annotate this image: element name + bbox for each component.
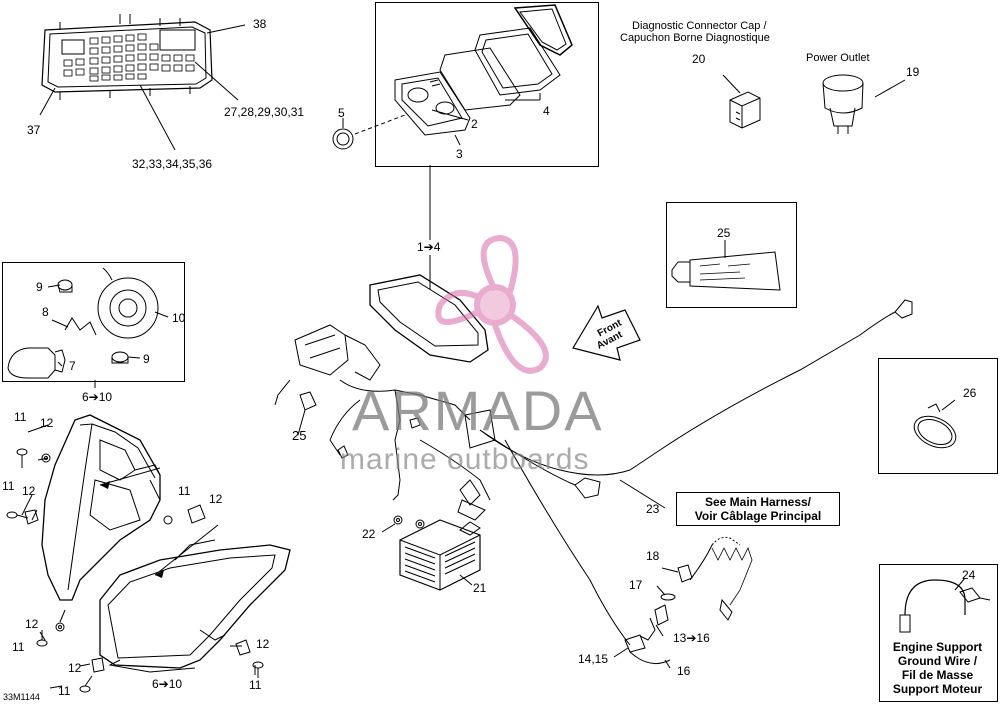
propeller-logo: [435, 234, 549, 374]
callout-8: 8: [42, 305, 49, 319]
callout-12d: 12: [25, 617, 39, 631]
callout-14-15: 14,15: [578, 652, 609, 666]
diag-cap-label-line2: Capuchon Borne Diagnostique: [620, 32, 770, 44]
callout-11d: 11: [12, 640, 25, 654]
ground-line4: Support Moteur: [892, 682, 983, 696]
callout-11f: 11: [249, 678, 262, 692]
callout-38: 38: [253, 17, 267, 31]
callout-26: 26: [963, 386, 977, 400]
ground-wire-text: Engine Support Ground Wire / Fil de Mass…: [880, 640, 995, 696]
callout-6-10b: 6➔10: [152, 677, 183, 691]
ground-line3: Fil de Masse: [901, 668, 974, 682]
callout-5: 5: [338, 106, 345, 120]
harness-drawing: [274, 274, 913, 646]
callout-12f: 12: [256, 637, 270, 651]
callout-25: 25: [292, 428, 307, 443]
watermark-brand: ARMADA: [352, 379, 604, 442]
tether-drawing: [624, 536, 753, 665]
lower-headlamp-drawing: [99, 539, 291, 673]
ground-wire-box: [879, 564, 998, 702]
hardware-drawing: [6, 448, 425, 693]
callout-18: 18: [646, 549, 660, 563]
cluster-exploded-drawing: [332, 4, 573, 150]
bulb-box: [2, 262, 185, 382]
callout-12a: 12: [40, 416, 54, 430]
bulb-assembly-drawing: [7, 267, 159, 379]
callout-4: 4: [543, 104, 550, 118]
callout-22: 22: [362, 527, 376, 541]
callout-2: 2: [471, 117, 478, 131]
callout-12e: 12: [68, 661, 82, 675]
main-harness-line2: Voir Câblage Principal: [694, 509, 822, 523]
callout-20: 20: [692, 52, 706, 66]
callout-37: 37: [27, 123, 41, 137]
clamp-drawing: [913, 403, 957, 449]
power-outlet-drawing: [822, 74, 864, 134]
callout-11b: 11: [2, 479, 15, 493]
callout-7: 7: [69, 359, 76, 373]
callout-24: 24: [962, 568, 976, 582]
callout-6-10a: 6➔10: [82, 390, 113, 404]
ground-line1: Engine Support: [892, 640, 983, 654]
callout-11a: 11: [14, 410, 27, 424]
callout-32-36: 32,33,34,35,36: [132, 157, 213, 171]
clamp-box: [878, 358, 998, 474]
callout-12b: 12: [22, 484, 36, 498]
ground-wire-drawing: [899, 579, 991, 633]
callout-19: 19: [906, 65, 920, 79]
control-module-drawing: [41, 14, 213, 100]
callout-25-box: 25: [717, 226, 731, 240]
diagram-code: 33M1144: [3, 692, 40, 702]
main-harness-line1: See Main Harness/: [704, 495, 812, 509]
main-harness-callout: See Main Harness/ Voir Câblage Principal: [676, 492, 840, 526]
watermark-tagline: marine outboards: [340, 443, 590, 476]
callout-16: 16: [677, 664, 691, 678]
callout-1-4: 1➔4: [417, 240, 441, 254]
callout-11e: 11: [58, 684, 71, 698]
upper-headlamp-drawing: [41, 414, 161, 601]
callout-9a: 9: [36, 280, 43, 294]
callout-12c: 12: [209, 492, 223, 506]
callout-3: 3: [456, 147, 463, 161]
callout-9b: 9: [143, 352, 150, 366]
grease-tube-drawing: [671, 251, 781, 291]
diagnostic-cap-drawing: [729, 91, 761, 129]
cluster-box: [375, 2, 599, 167]
callout-10: 10: [172, 311, 186, 325]
callout-11c: 11: [178, 484, 191, 498]
callout-17: 17: [629, 578, 643, 592]
grease-box: [666, 202, 797, 308]
ground-line2: Ground Wire /: [897, 654, 978, 668]
callout-23: 23: [646, 502, 660, 516]
regulator-drawing: [399, 519, 481, 591]
callout-21: 21: [473, 581, 487, 595]
diag-cap-label-line1: Diagnostic Connector Cap /: [632, 20, 767, 32]
front-arrow-drawing: [572, 304, 641, 361]
callout-27-31: 27,28,29,30,31: [224, 105, 305, 119]
callout-13-16: 13➔16: [673, 631, 710, 645]
power-outlet-label: Power Outlet: [806, 52, 870, 64]
